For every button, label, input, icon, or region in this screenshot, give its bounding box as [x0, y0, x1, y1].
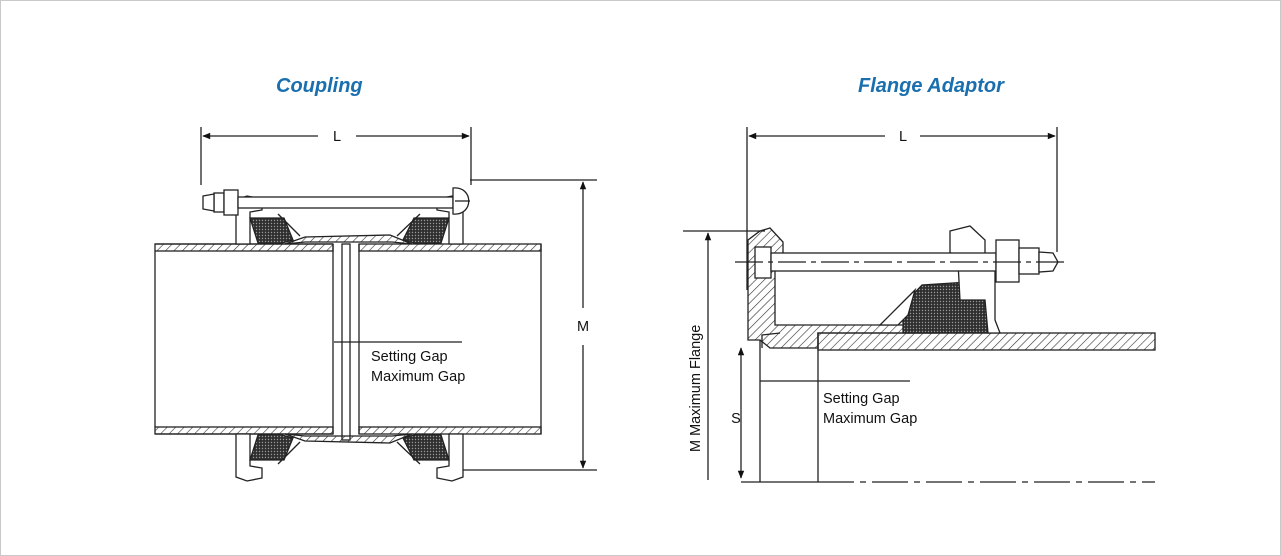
coupling-bottom-right-flange [436, 433, 464, 482]
flange-s-label: S [731, 411, 741, 427]
coupling-drawing [154, 127, 597, 482]
flange-pipe-wall [817, 332, 1156, 351]
flange-bolt-nut [995, 239, 1020, 283]
coupling-right-pipe-bottom-wall [358, 426, 542, 435]
coupling-bolt-nut-left [213, 192, 225, 213]
flange-gap-label-maximum: Maximum Gap [823, 411, 917, 427]
coupling-bottom-left-flange [235, 433, 263, 482]
coupling-top-right-gasket [402, 217, 450, 245]
coupling-top-left-lip [277, 213, 301, 237]
coupling-top-right-lip [396, 213, 421, 237]
coupling-bolt-washer-left [223, 189, 239, 216]
coupling-bottom-left-lip [277, 441, 301, 465]
coupling-left-pipe-top-wall [154, 243, 334, 252]
flange-length-label: L [899, 129, 907, 145]
coupling-bolt-tip [202, 193, 215, 212]
coupling-bottom-right-lip [396, 441, 421, 465]
coupling-left-pipe-bottom-wall [154, 426, 334, 435]
coupling-bottom-sleeve [284, 433, 413, 444]
coupling-top-sleeve [284, 234, 413, 245]
flange-gasket-lip [878, 287, 917, 326]
coupling-bottom-right-gasket [402, 433, 450, 461]
coupling-top-left-gasket [249, 217, 294, 245]
flange-adaptor-drawing [683, 127, 1156, 483]
coupling-bottom-left-gasket [249, 433, 294, 461]
flange-gap-label-setting: Setting Gap [823, 391, 900, 407]
coupling-height-label: M [577, 319, 589, 335]
flange-bolt-washer [1018, 247, 1040, 275]
coupling-title: Coupling [276, 75, 363, 97]
flange-height-label: M Maximum Flange [688, 325, 704, 452]
flange-adaptor-title: Flange Adaptor [858, 75, 1004, 97]
coupling-gap-label-setting: Setting Gap [371, 349, 448, 365]
coupling-bolt-shank [237, 196, 454, 209]
coupling-length-label: L [333, 129, 341, 145]
coupling-gap-label-maximum: Maximum Gap [371, 369, 465, 385]
coupling-right-pipe-top-wall [358, 243, 542, 252]
